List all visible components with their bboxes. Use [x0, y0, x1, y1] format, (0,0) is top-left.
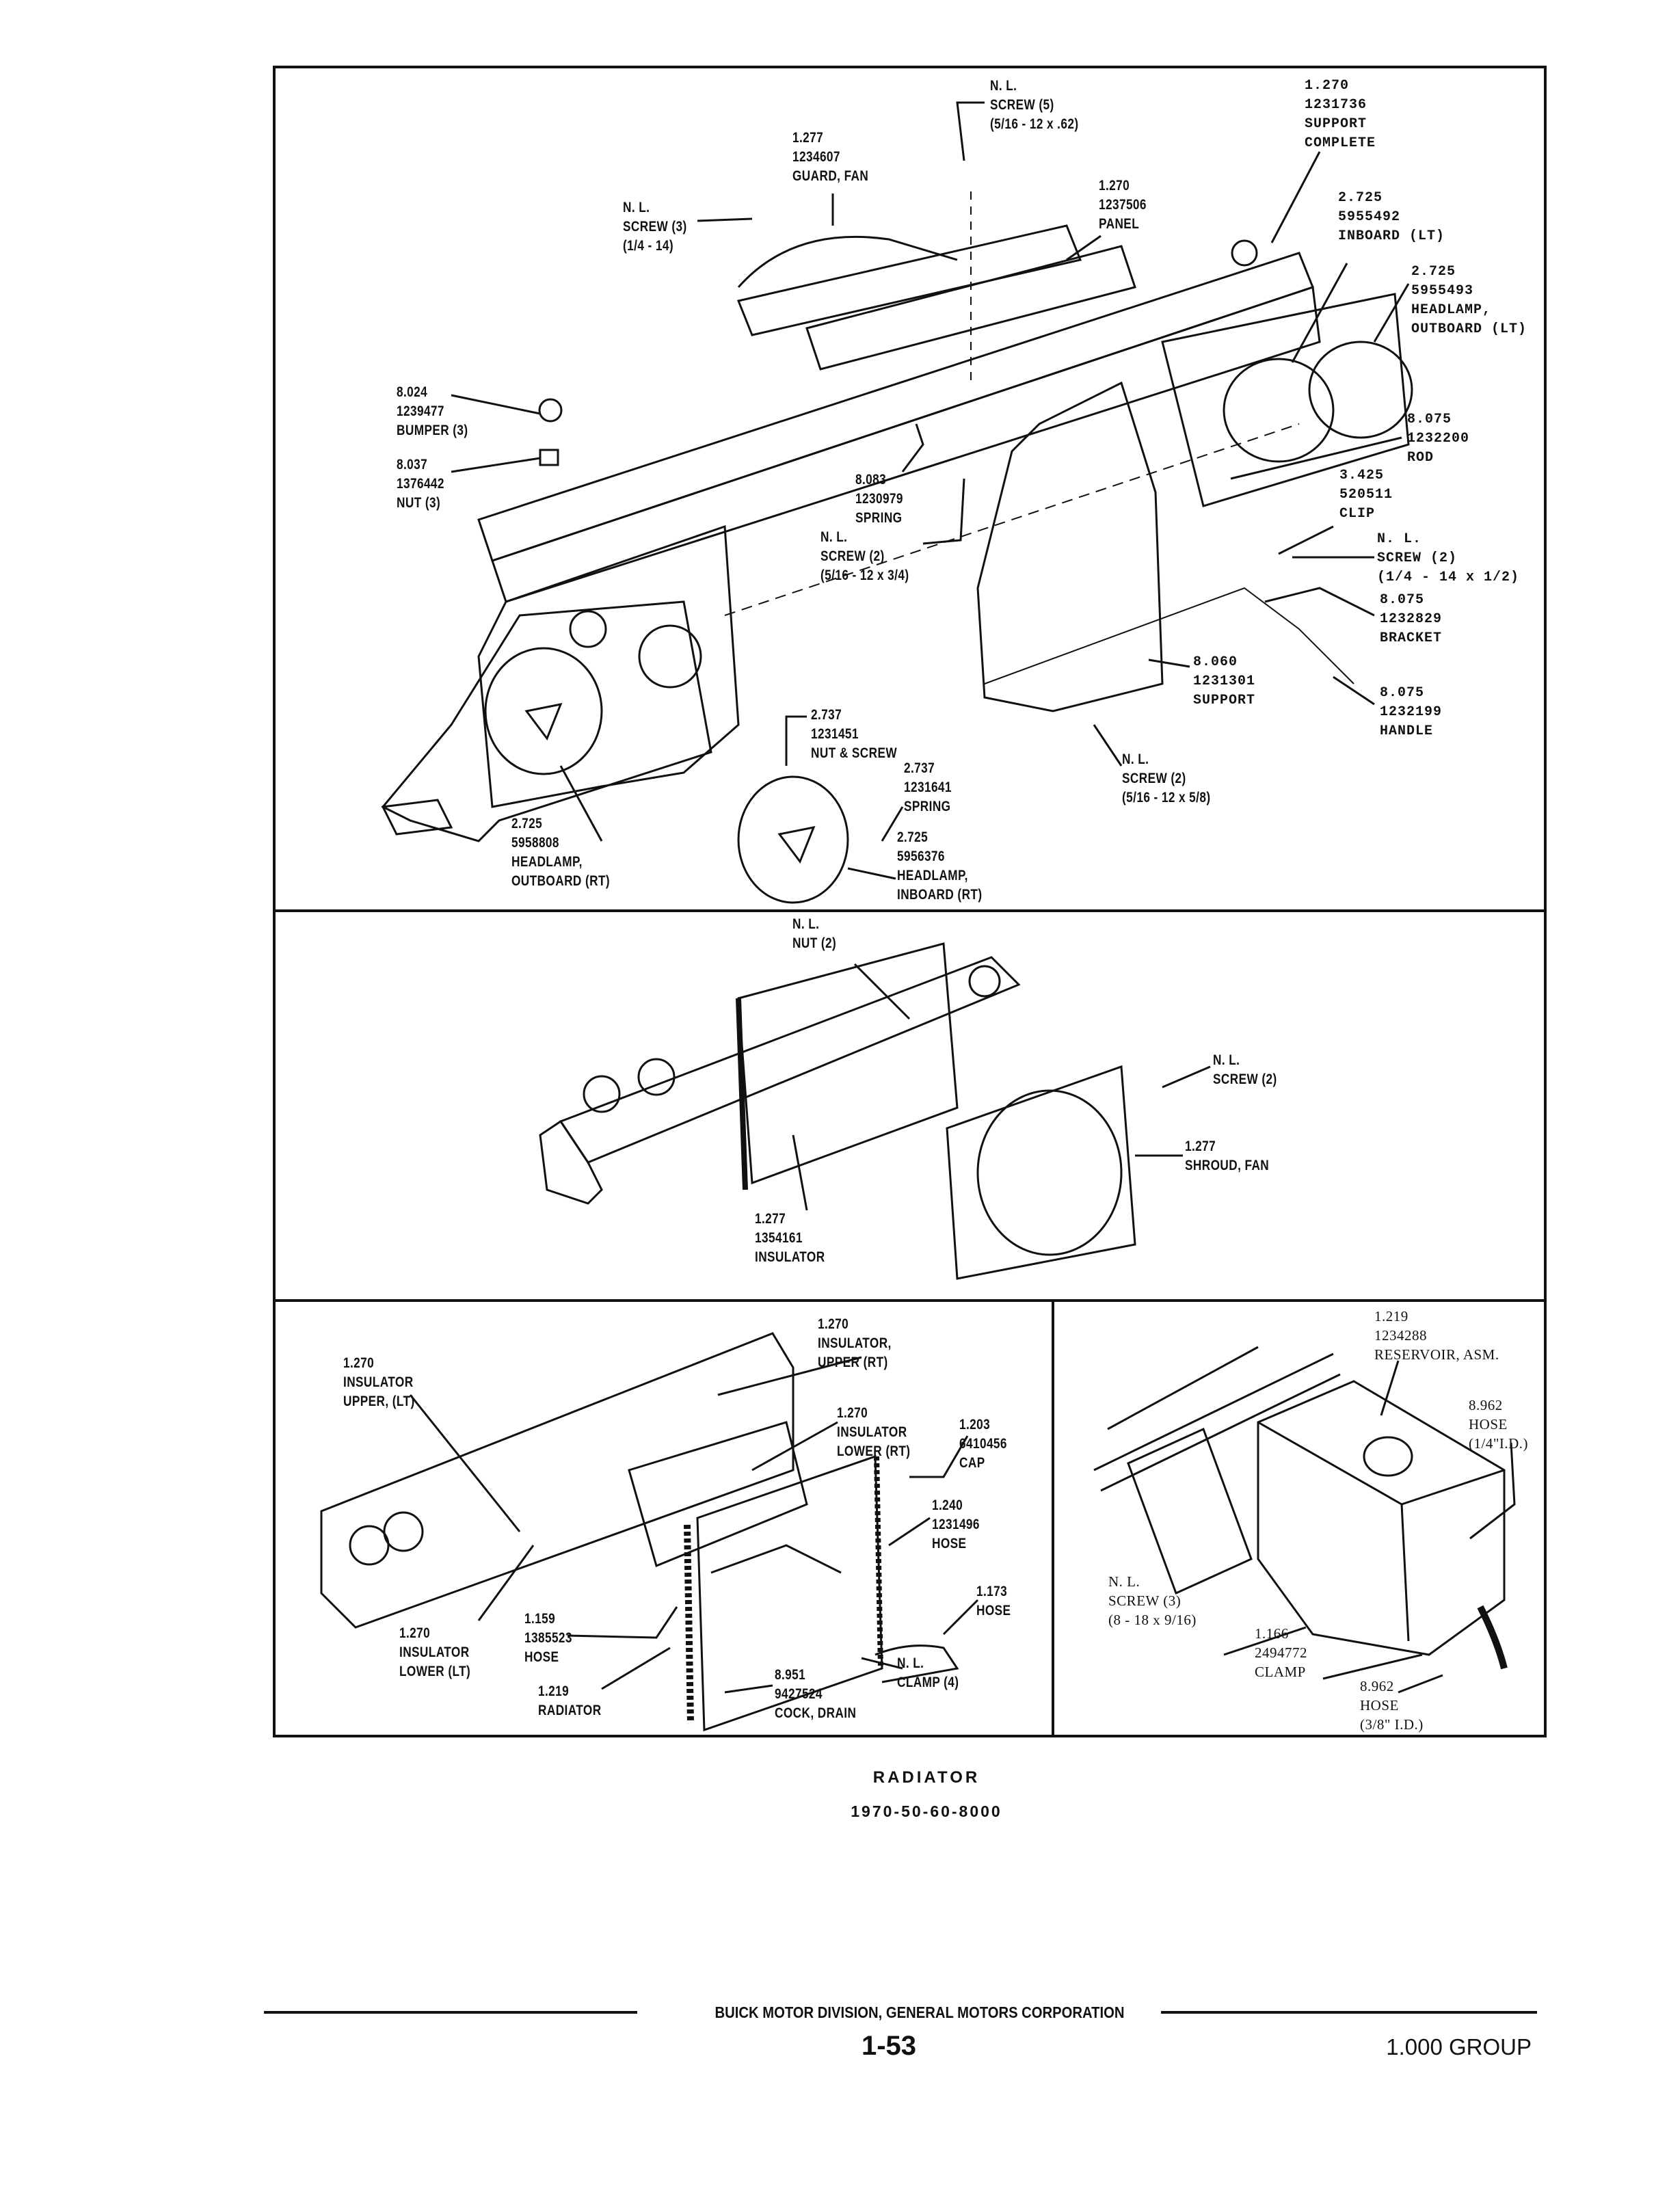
label-insulator-lower-rt: 1.270 INSULATOR LOWER (RT) [837, 1405, 911, 1459]
label-support-complete: 1.270 1231736 SUPPORT COMPLETE [1305, 78, 1376, 151]
label-clamp-reservoir: 1.166 2494772 CLAMP [1255, 1625, 1307, 1680]
label-hose-1-4: 8.962 HOSE (1/4"I.D.) [1469, 1397, 1529, 1452]
label-clamp-4: N. L. CLAMP (4) [897, 1655, 959, 1690]
label-screw-5: N. L. SCREW (5) (5/16 - 12 x .62) [990, 78, 1079, 132]
label-guard-fan: 1.277 1234607 GUARD, FAN [792, 130, 869, 184]
label-hose-1173: 1.173 HOSE [976, 1584, 1011, 1618]
label-screw-2-1-2: N. L. SCREW (2) (1/4 - 14 x 1/2) [1377, 531, 1520, 585]
radiator-support-drawing [381, 191, 1410, 842]
label-insulator-upper-lt: 1.270 INSULATOR UPPER, (LT) [343, 1355, 415, 1409]
label-spring-8083: 8.083 1230979 SPRING [855, 472, 903, 526]
label-headlamp-outboard-lt: 2.725 5955493 HEADLAMP, OUTBOARD (LT) [1411, 264, 1527, 337]
label-support-8060: 8.060 1231301 SUPPORT [1193, 654, 1256, 708]
label-spring-2737: 2.737 1231641 SPRING [904, 760, 952, 814]
label-clip: 3.425 520511 CLIP [1339, 468, 1393, 522]
footer-rule-right [1161, 2011, 1537, 2014]
label-insulator-middle: 1.277 1354161 INSULATOR [755, 1211, 825, 1265]
label-handle: 8.075 1232199 HANDLE [1380, 685, 1443, 739]
headlamp-inboard-rt-drawing [737, 775, 849, 904]
label-nut-and-screw: 2.737 1231451 NUT & SCREW [811, 707, 898, 761]
label-inboard-lt: 2.725 5955492 INBOARD (LT) [1338, 190, 1445, 244]
figure-code: 1970-50-60-8000 [851, 1802, 1002, 1820]
label-cap: 1.203 6410456 CAP [959, 1417, 1007, 1471]
group-label: 1.000 GROUP [1386, 2034, 1532, 2060]
label-reservoir: 1.219 1234288 RESERVOIR, ASM. [1374, 1308, 1499, 1363]
radiator-and-shroud-drawing [539, 942, 1211, 1280]
figure-title: RADIATOR [872, 1768, 980, 1787]
footer-publisher: BUICK MOTOR DIVISION, GENERAL MOTORS COR… [715, 2003, 1125, 2021]
reservoir-drawing [1093, 1346, 1516, 1694]
headlamp-inboard-lt-drawing [1223, 358, 1335, 463]
label-hose-1240: 1.240 1231496 HOSE [932, 1497, 980, 1551]
figure-frame [273, 66, 1547, 1737]
label-rod: 8.075 1232200 ROD [1407, 412, 1470, 466]
headlamp-outboard-lt-drawing [1308, 341, 1413, 439]
label-headlamp-outboard-rt: 2.725 5958808 HEADLAMP, OUTBOARD (RT) [511, 816, 611, 889]
label-screw-2-5-8: N. L. SCREW (2) (5/16 - 12 x 5/8) [1122, 751, 1211, 805]
label-insulator-lower-lt: 1.270 INSULATOR LOWER (LT) [399, 1625, 471, 1679]
label-shroud-fan: 1.277 SHROUD, FAN [1185, 1138, 1270, 1173]
fan-shroud-opening [976, 1089, 1123, 1256]
label-screw-3-top: N. L. SCREW (3) (1/4 - 14) [623, 200, 687, 254]
label-cock-drain: 8.951 9427524 COCK, DRAIN [775, 1667, 857, 1721]
label-bumper: 8.024 1239477 BUMPER (3) [397, 384, 468, 438]
label-nut-3: 8.037 1376442 NUT (3) [397, 457, 444, 511]
label-radiator: 1.219 RADIATOR [538, 1683, 602, 1718]
label-headlamp-inboard-rt: 2.725 5956376 HEADLAMP, INBOARD (RT) [897, 829, 983, 903]
label-bracket: 8.075 1232829 BRACKET [1380, 592, 1443, 646]
label-screw-2-3-4: N. L. SCREW (2) (5/16 - 12 x 3/4) [820, 529, 909, 583]
label-insulator-upper-rt: 1.270 INSULATOR, UPPER (RT) [818, 1316, 892, 1370]
label-screw-2-middle: N. L. SCREW (2) [1213, 1052, 1277, 1087]
label-hose-1159: 1.159 1385523 HOSE [524, 1611, 572, 1665]
label-hose-3-8: 8.962 HOSE (3/8" I.D.) [1360, 1678, 1424, 1733]
page-number: 1-53 [861, 2031, 917, 2061]
label-nut-2: N. L. NUT (2) [792, 916, 837, 951]
label-screw-3-reservoir: N. L. SCREW (3) (8 - 18 x 9/16) [1108, 1573, 1197, 1628]
label-panel: 1.270 1237506 PANEL [1099, 178, 1147, 232]
headlamp-drawings [484, 341, 1413, 904]
footer-rule-left [264, 2011, 637, 2014]
radiator-assembly-drawing [320, 1332, 979, 1732]
headlamp-outboard-rt-drawing [484, 647, 603, 775]
leader-lines-top [451, 101, 1410, 880]
